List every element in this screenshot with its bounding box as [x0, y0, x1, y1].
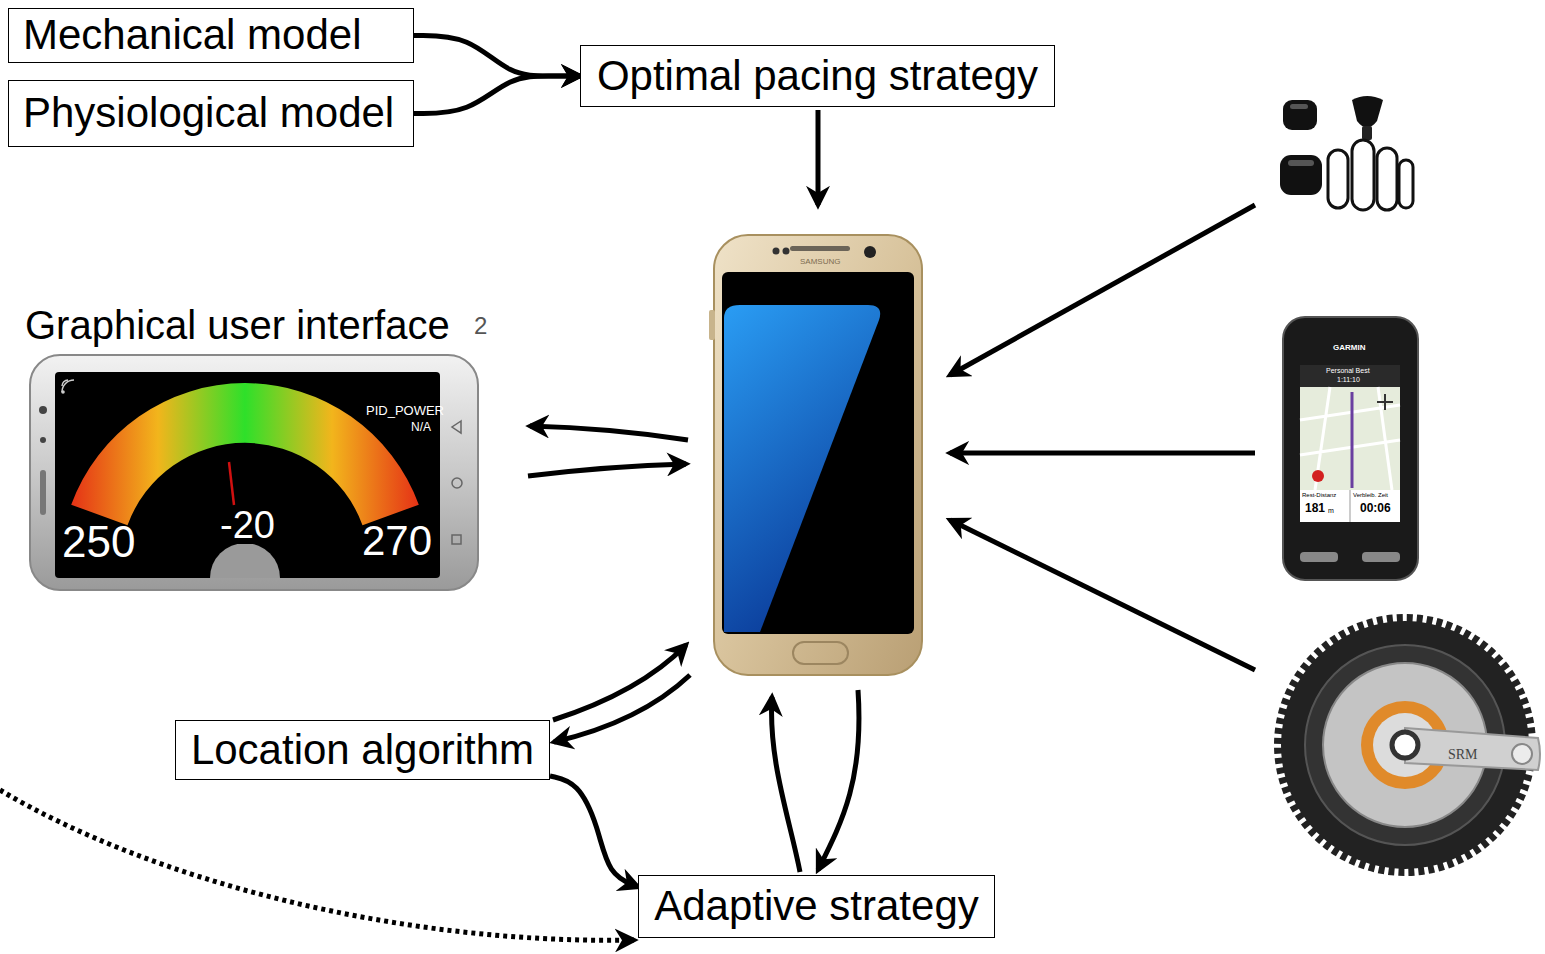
box-text: Mechanical model: [23, 11, 362, 59]
crank-arm: [1405, 728, 1540, 770]
phone-sensor: [783, 248, 790, 255]
label: SAMSUNG: [800, 258, 840, 266]
map-marker: [1312, 470, 1324, 482]
arrow: [950, 205, 1255, 375]
magnet-sensor: [1352, 96, 1383, 128]
map-roads: [1300, 387, 1400, 490]
label: 2: [474, 314, 487, 338]
cadence-sensor: [1280, 155, 1322, 195]
sensor-highlight: [1288, 160, 1314, 166]
label: 00:06: [1360, 502, 1391, 514]
process-box: Physiological model: [8, 80, 414, 147]
gui-phone-screen: [55, 372, 440, 578]
gui-phone-sensor: [40, 437, 46, 443]
nav-back-icon: [452, 421, 461, 433]
arrow: [950, 451, 1255, 456]
info-divider: [1350, 490, 1351, 522]
gui-phone-speaker: [40, 470, 46, 515]
signal-icon: [61, 390, 65, 394]
arrow: [554, 675, 690, 742]
bike-computer: [1283, 317, 1418, 580]
gauge-needle: [229, 462, 234, 505]
connector-arrow: [550, 776, 638, 887]
phone-home-button: [793, 642, 848, 664]
box-text: Physiological model: [23, 89, 394, 137]
dotted-arrow: [0, 790, 634, 940]
sensor-highlight: [1290, 104, 1308, 109]
nav-recent-icon: [452, 535, 461, 544]
pedal-hole: [1512, 744, 1532, 764]
crank-bolt: [1392, 732, 1418, 758]
arrow: [528, 464, 686, 476]
screen-info-bar: [1300, 490, 1400, 522]
zoom-icon: [1377, 394, 1393, 410]
phone-camera: [864, 246, 876, 258]
box-text: Optimal pacing strategy: [597, 52, 1038, 100]
bike-computer-screen: [1300, 365, 1400, 522]
connector-arrow: [414, 76, 580, 114]
process-box: Optimal pacing strategy: [580, 45, 1055, 107]
speed-sensor: [1283, 100, 1317, 130]
phone-speaker: [790, 246, 850, 251]
label: 181: [1305, 502, 1325, 514]
box-text: Adaptive strategy: [654, 882, 979, 930]
connector-arrow: [414, 36, 580, 77]
arrow: [950, 520, 1255, 670]
label: -20: [220, 506, 275, 544]
arrow: [772, 697, 800, 872]
label: 270: [362, 520, 432, 562]
map-route: [1351, 392, 1354, 488]
label: GARMIN: [1333, 344, 1365, 352]
label: 250: [62, 520, 135, 564]
gui-phone-camera: [39, 406, 47, 414]
arrow: [530, 426, 688, 440]
arrow: [818, 690, 859, 870]
label: PID_POWER: [366, 404, 444, 417]
magnet-stem: [1362, 126, 1372, 140]
label: 1:11:10: [1337, 376, 1360, 383]
label: Rest-Distanz: [1302, 492, 1336, 498]
arrow: [816, 110, 821, 205]
phone-body: [714, 235, 922, 675]
label: m: [1328, 507, 1334, 514]
label: SRM: [1448, 748, 1478, 762]
rubber-band: [1328, 150, 1348, 208]
phone-sensor: [773, 248, 780, 255]
gui-phone-body: [30, 355, 478, 590]
arrow: [553, 645, 686, 720]
device-button: [1362, 552, 1400, 562]
label: Personal Best: [1326, 367, 1370, 374]
box-text: Location algorithm: [191, 726, 534, 774]
label: Verbleib. Zeit: [1353, 492, 1388, 498]
phone-wallpaper: [724, 305, 880, 632]
nav-home-icon: [452, 478, 462, 488]
rubber-band: [1399, 160, 1413, 208]
label: N/A: [411, 421, 431, 433]
rubber-band: [1377, 148, 1397, 210]
process-box: Mechanical model: [8, 8, 414, 63]
process-box: Location algorithm: [175, 720, 550, 780]
gauge-hub: [210, 543, 280, 578]
label: Graphical user interface: [25, 305, 450, 345]
process-box: Adaptive strategy: [638, 875, 995, 938]
device-button: [1300, 552, 1338, 562]
phone-button: [709, 310, 715, 340]
rubber-band: [1352, 140, 1374, 210]
phone-screen: [722, 272, 914, 634]
screen-top-bar: [1300, 365, 1400, 387]
signal-icon: [62, 380, 74, 392]
